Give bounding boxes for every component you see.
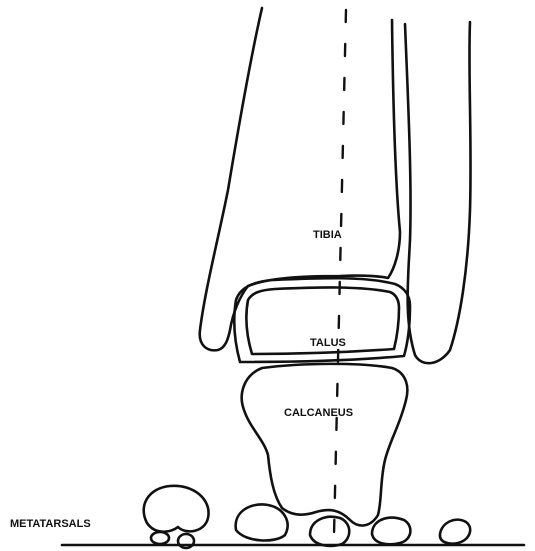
fibula-outline	[405, 22, 471, 363]
talus-label: TALUS	[310, 337, 346, 349]
metatarsal-5	[440, 520, 470, 544]
vertical-axis-line	[334, 10, 346, 535]
tibia-label: TIBIA	[313, 229, 342, 241]
metatarsal-3	[310, 517, 349, 546]
metatarsal-2	[236, 504, 288, 540]
metatarsals-label: METATARSALS	[10, 518, 91, 530]
tibia-outline	[200, 8, 400, 350]
calcaneus-outline	[242, 364, 408, 526]
calcaneus-label: CALCANEUS	[284, 407, 353, 419]
metatarsal-1-sesamoid-left	[151, 532, 169, 544]
metatarsal-1	[144, 486, 209, 532]
metatarsal-4	[372, 518, 410, 545]
